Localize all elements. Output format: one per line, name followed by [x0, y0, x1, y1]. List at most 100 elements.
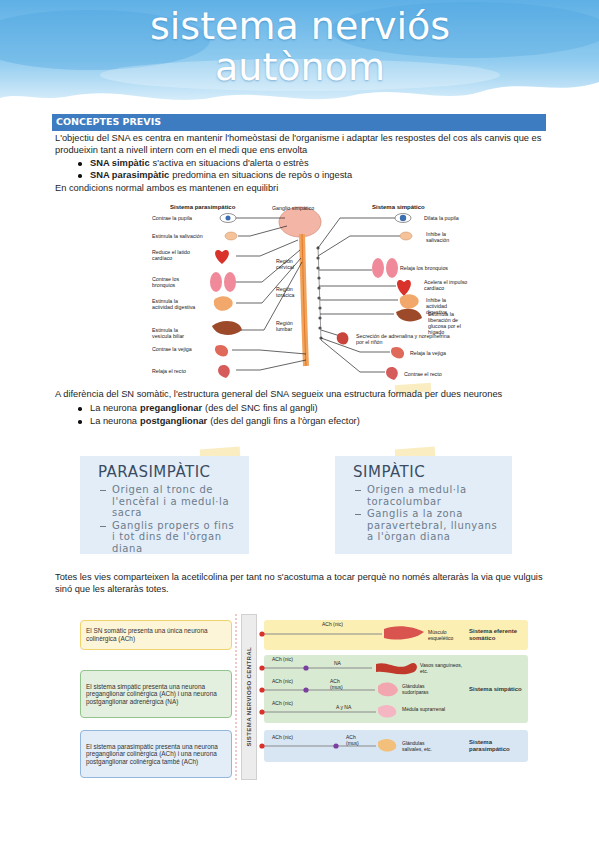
anatomy-label: Relaja la vejiga — [410, 350, 465, 356]
body-text: L'objectiu del SNA es centra en mantenir… — [55, 133, 541, 155]
bullet-dot — [78, 407, 82, 411]
organ-label: Músculo esquelético — [428, 630, 468, 642]
neurotransmitter-label: ACh (nic) — [272, 701, 294, 707]
body-text: La neurona — [90, 416, 137, 426]
box-heading: PARASIMPÀTIC — [98, 463, 237, 481]
panel-heading: Sistema simpático — [372, 204, 452, 211]
box-item: Ganglis a la zona paravertebral, llunyan… — [367, 508, 497, 542]
anatomy-label: Inhibe la salivación — [426, 231, 466, 243]
anatomy-label: Estimula la vesícula biliar — [152, 327, 196, 339]
info-box: El SN somàtic presenta una única neurona… — [80, 620, 232, 650]
dash-marker — [355, 514, 361, 515]
anatomy-label: Contrae la vejiga — [152, 346, 192, 352]
bold-term: preganglionar — [140, 403, 202, 413]
vessel-shape — [376, 663, 417, 674]
bullet-line: SNA simpàtics'activa en situacions d'ale… — [90, 158, 545, 170]
salivary-shape — [378, 739, 396, 752]
body-text: Totes les vies comparteixen la acetilcol… — [55, 572, 543, 594]
paragraph: L'objectiu del SNA es centra en mantenir… — [55, 133, 547, 156]
bold-term: SNA parasimpàtic — [90, 170, 169, 180]
bullet-item: Origen al tronc de l'encèfal i a medul·l… — [98, 484, 237, 519]
neurotransmitter-label: ACh (nic) — [272, 657, 294, 663]
paragraph: Totes les vies comparteixen la acetilcol… — [55, 572, 555, 595]
neurotransmitter-label: ACh (mus) — [346, 735, 368, 747]
anatomy-label: Secreción de adrenalina y norepinefrina … — [356, 333, 452, 345]
neurotransmitter-label: ACh (nic) — [272, 679, 294, 685]
anatomy-label: Ganglio simpático — [272, 205, 332, 211]
system-band: Sistema eferente somático — [264, 620, 528, 650]
organ-label: Glándulas sudoríparas — [402, 684, 442, 696]
adrenal-shape — [378, 705, 396, 718]
region-label: Región torácica — [276, 286, 300, 298]
anatomy-label: Estimula la actividad digestiva — [152, 298, 196, 310]
bullet-dot — [78, 174, 82, 178]
gland-shape — [378, 683, 398, 697]
bold-term: SNA simpàtic — [90, 158, 150, 168]
neurotransmitter-label: NA — [334, 661, 356, 667]
organ-label: Vasos sanguíneos, etc. — [420, 663, 464, 675]
bullet-dot — [78, 420, 82, 424]
band-title: Sistema parasimpático — [469, 739, 523, 753]
section-heading: CONCEPTES PREVIS — [56, 114, 546, 130]
panel-heading: Sistema parasimpático — [170, 204, 250, 211]
neurotransmitter-label: ACh (mus) — [330, 679, 352, 691]
section-band: CONCEPTES PREVIS — [52, 114, 546, 131]
neurotransmitter-label: A y NA — [336, 705, 362, 711]
body-text: A diferència del SN somàtic, l'estructur… — [55, 389, 502, 399]
anatomy-label: Estimula la salivación — [152, 233, 212, 239]
neurotransmitter-label: ACh (nic) — [322, 622, 344, 628]
anatomy-label: Estimula la liberación de glucosa por el… — [428, 311, 472, 335]
info-box: El sistema parasimpàtic presenta una neu… — [80, 730, 232, 778]
anatomy-label: Acelera el impulso cardíaco — [424, 279, 468, 291]
body-text: En condicions normal ambos es mantenen e… — [55, 183, 278, 193]
anatomy-illustration — [210, 207, 422, 380]
bullet-item: Ganglis propers o fins i tot dins de l'ò… — [98, 520, 237, 555]
anatomy-label: Contrae la pupila — [152, 215, 212, 221]
dash-marker — [100, 490, 106, 491]
body-text: s'activa en situacions d'alerta o estrès — [153, 158, 309, 168]
summary-box: SIMPÀTIC Origen a medul·la toracolumbarGa… — [335, 456, 512, 554]
box-item: Origen a medul·la toracolumbar — [367, 484, 467, 507]
band-title: Sistema simpático — [469, 686, 523, 693]
system-band: Sistema parasimpático — [264, 730, 528, 762]
anatomy-label: Contrae los bronquios — [152, 276, 192, 288]
organ-label: Médula suprarrenal — [402, 707, 446, 713]
paragraph: En condicions normal ambos es mantenen e… — [55, 183, 547, 195]
bullet-line: SNA parasimpàticpredomina en situacions … — [90, 170, 545, 182]
body-text: (des del gangli fins a l'òrgan efector) — [210, 416, 360, 426]
system-band: Sistema simpático — [264, 655, 528, 723]
bullet-line: La neuronapostganglionar(des del gangli … — [90, 416, 545, 428]
region-label: Región cervical — [276, 258, 300, 270]
separator-line — [236, 614, 237, 780]
cns-text: SISTEMA NERVIOSO CENTRAL — [246, 647, 252, 747]
organ-shapes — [210, 214, 422, 381]
anatomy-label: Relaja el recto — [152, 368, 212, 374]
bullet-item: Origen a medul·la toracolumbar — [353, 484, 500, 507]
dash-marker — [355, 490, 361, 491]
info-box: El sistema simpàtic presenta una neurona… — [80, 670, 232, 718]
box-item: Origen al tronc de l'encèfal i a medul·l… — [112, 484, 229, 518]
info-text: El sistema parasimpàtic presenta una neu… — [86, 743, 226, 766]
muscle-shape — [384, 626, 424, 639]
anatomy-label: Dilata la pupila — [424, 215, 474, 221]
band-title: Sistema eferente somático — [469, 628, 523, 642]
box-heading: SIMPÀTIC — [353, 463, 500, 481]
body-text: La neurona — [90, 403, 137, 413]
bullet-line: La neuronapreganglionar(des del SNC fins… — [90, 403, 545, 415]
box-item: Ganglis propers o fins i tot dins de l'ò… — [112, 520, 234, 554]
anatomy-label: Reduce el latido cardíaco — [152, 249, 196, 261]
dash-marker — [100, 526, 106, 527]
body-text: (des del SNC fins al gangli) — [205, 403, 318, 413]
anatomy-label: Contrae el recto — [404, 371, 459, 377]
organ-label: Glándulas salivales, etc. — [402, 741, 446, 753]
bold-term: postganglionar — [140, 416, 207, 426]
neurotransmitter-label: ACh (nic) — [272, 735, 294, 741]
bullet-item: Ganglis a la zona paravertebral, llunyan… — [353, 508, 500, 543]
body-text: predomina en situacions de repòs o inges… — [172, 170, 352, 180]
paragraph: A diferència del SN somàtic, l'estructur… — [55, 389, 547, 401]
info-text: El sistema simpàtic presenta una neurona… — [86, 683, 226, 706]
anatomy-label: Relaja los bronquios — [400, 265, 460, 271]
bullet-dot — [78, 162, 82, 166]
